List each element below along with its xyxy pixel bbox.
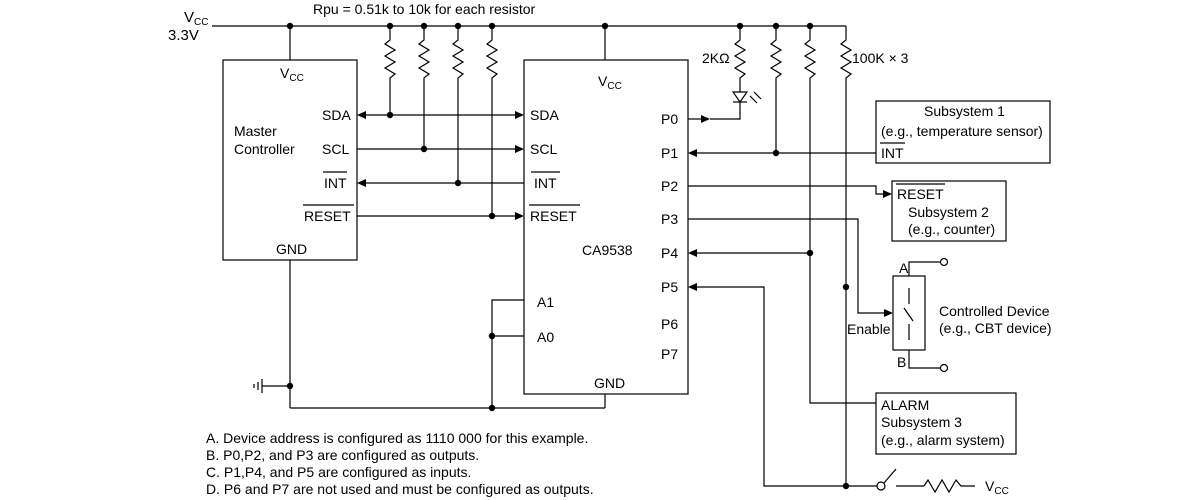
vcc-voltage-label: 3.3V	[168, 27, 199, 44]
chip-vcc-label: VCC	[598, 73, 622, 92]
pullup-resistors-100k	[769, 26, 853, 287]
chip-pin-sda: SDA	[530, 107, 559, 123]
footnotes: A. Device address is configured as 1110 …	[206, 430, 766, 498]
subsystem2-title: Subsystem 2	[908, 204, 989, 220]
subsystem1-title: Subsystem 1	[924, 103, 1005, 119]
master-pin-reset: RESET	[304, 208, 351, 224]
master-name-line1: Master	[234, 123, 277, 139]
led-icon	[710, 91, 762, 120]
chip-pin-p6: P6	[661, 316, 678, 332]
chip-pin-p5: P5	[661, 279, 678, 295]
bottom-vcc-label: VCC	[985, 478, 1009, 497]
p1-line	[688, 149, 876, 157]
subsystem3-alarm-pin: ALARM	[881, 397, 929, 413]
master-pin-gnd: GND	[276, 241, 307, 257]
chip-pin-p7: P7	[661, 346, 678, 362]
p5-line	[688, 283, 877, 490]
master-controller-box	[222, 59, 358, 261]
chip-pin-p0: P0	[661, 111, 678, 127]
chip-name: CA9538	[582, 242, 633, 258]
pullup-resistors	[383, 22, 499, 216]
terminal-b-label: B	[897, 354, 906, 370]
master-pin-sda: SDA	[322, 107, 351, 123]
subsystem3-desc: (e.g., alarm system)	[881, 432, 1005, 448]
scl-line	[357, 145, 524, 153]
p3-line	[688, 218, 893, 317]
subsystem3-title: Subsystem 3	[881, 414, 962, 430]
chip-pin-int: INT	[534, 175, 557, 191]
ca9538-chip-box	[523, 59, 689, 395]
note-c: C. P1,P4, and P5 are configured as input…	[206, 464, 472, 480]
subsystem1-desc: (e.g., temperature sensor)	[881, 123, 1043, 139]
master-vcc-label: VCC	[280, 65, 304, 84]
chip-pin-a0: A0	[537, 329, 554, 345]
p4-line	[688, 249, 876, 404]
chip-pin-gnd: GND	[594, 375, 625, 391]
subsystem1-int-pin: INT	[881, 145, 904, 161]
bottom-resistor	[923, 478, 975, 494]
chip-pin-p2: P2	[661, 178, 678, 194]
vcc-supply-label: VCC	[184, 9, 208, 28]
ground-network	[262, 260, 606, 412]
enable-label: Enable	[847, 321, 891, 337]
chip-pin-scl: SCL	[530, 141, 557, 157]
master-pin-scl: SCL	[322, 141, 349, 157]
controlled-device-title: Controlled Device	[939, 303, 1050, 319]
subsystem2-reset-pin: RESET	[897, 186, 944, 202]
reset-line	[357, 212, 524, 220]
master-name-line2: Controller	[234, 141, 295, 157]
pullup-3-label: 100K × 3	[852, 50, 909, 66]
note-a: A. Device address is configured as 1110 …	[206, 430, 589, 446]
chip-pin-a1: A1	[537, 294, 554, 310]
led-resistor-label: 2KΩ	[702, 50, 730, 66]
chip-pin-reset: RESET	[530, 208, 577, 224]
sda-line	[357, 111, 524, 119]
p0-line	[688, 115, 710, 123]
controlled-device-desc: (e.g., CBT device)	[939, 320, 1052, 336]
chip-pin-p4: P4	[661, 245, 678, 261]
controlled-device-switch-icon	[903, 257, 949, 373]
p2-line	[688, 185, 892, 198]
subsystem1-box	[875, 100, 1051, 164]
int-line	[357, 179, 524, 187]
subsystem3-box	[875, 392, 1017, 455]
ground-icon	[253, 379, 263, 393]
master-pin-int: INT	[324, 175, 347, 191]
note-b: B. P0,P2, and P3 are configured as outpu…	[206, 447, 480, 463]
chip-pin-p3: P3	[661, 211, 678, 227]
led-resistor	[733, 26, 747, 92]
terminal-a-label: A	[899, 260, 909, 276]
chip-pin-p1: P1	[661, 145, 678, 161]
bottom-switch-icon	[876, 468, 924, 491]
vcc-rail	[212, 22, 846, 60]
subsystem2-box	[891, 180, 1007, 242]
note-d: D. P6 and P7 are not used and must be co…	[206, 481, 594, 497]
subsystem2-desc: (e.g., counter)	[908, 221, 995, 237]
pullup-note: Rpu = 0.51k to 10k for each resistor	[313, 1, 536, 17]
